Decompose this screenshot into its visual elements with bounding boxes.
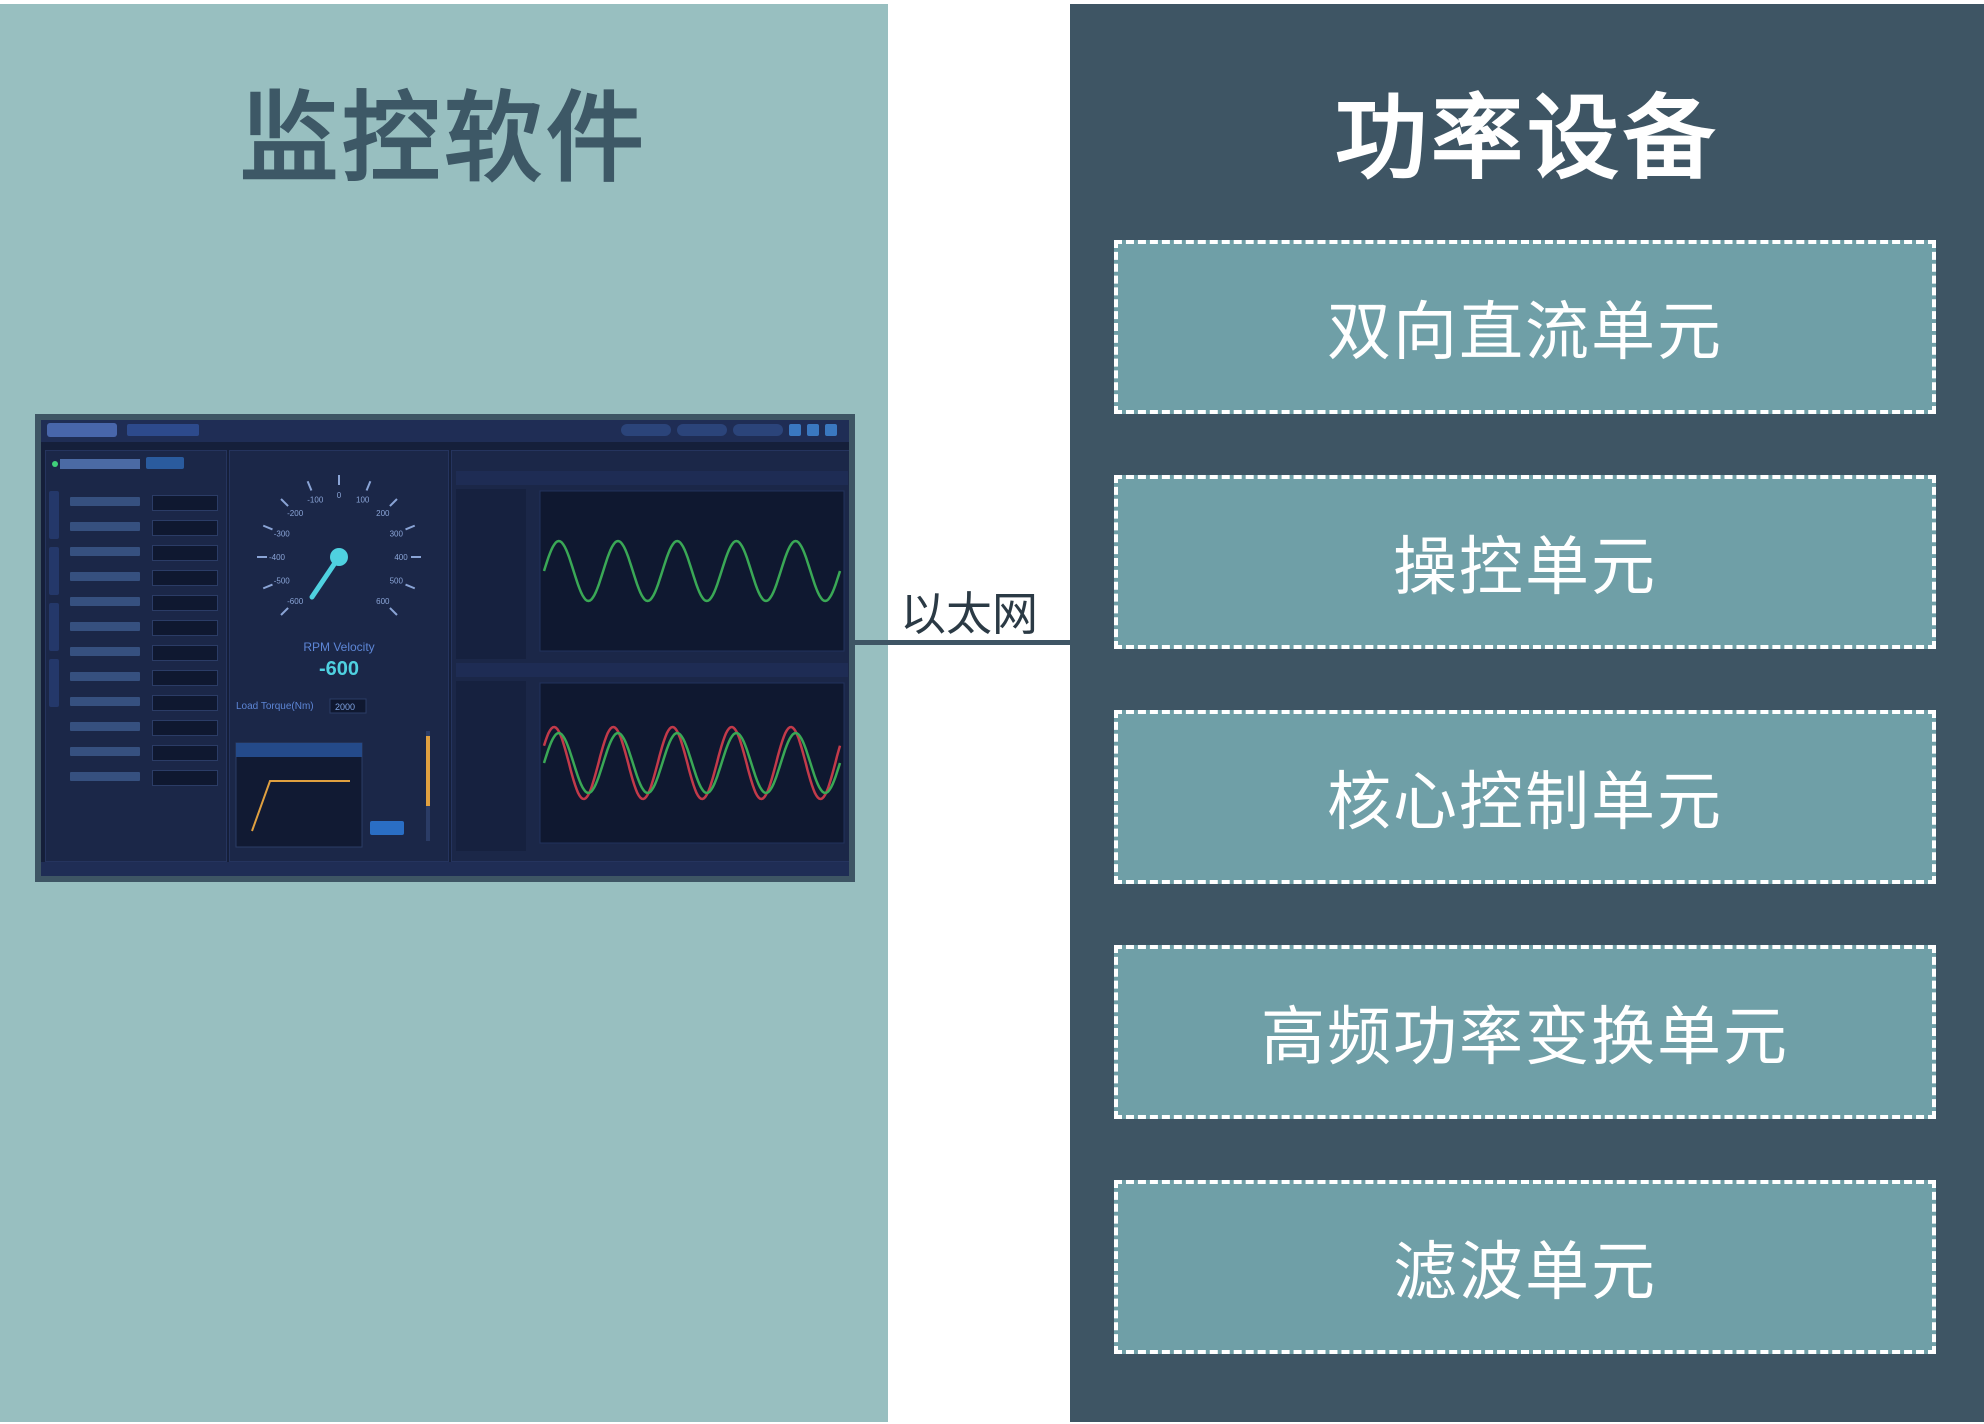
gauge-tick-label: -400 — [269, 553, 286, 562]
mini-plot — [235, 742, 363, 848]
param-row — [70, 545, 220, 561]
waveform-toolbar — [456, 471, 848, 485]
gauge-label: RPM Velocity — [303, 640, 374, 654]
lower-waveform-red — [542, 725, 842, 801]
screenshot-footer — [41, 862, 849, 876]
waveform-toolbar-2 — [456, 663, 848, 677]
gauge-tick — [389, 607, 398, 616]
gauge-tick-label: -100 — [307, 496, 324, 505]
app-logo — [47, 423, 117, 437]
gauge-tick-label: 500 — [390, 577, 404, 586]
param-row — [70, 720, 220, 736]
param-row — [70, 570, 220, 586]
sidebar-tab — [49, 547, 59, 595]
gauge-tick-label: -600 — [287, 597, 304, 606]
gauge-tick-label: -200 — [287, 509, 304, 518]
waveform-panel — [451, 450, 849, 862]
status-dot — [52, 461, 58, 467]
gauge-tick-label: -300 — [274, 529, 291, 538]
gauge-tick-label: 300 — [390, 529, 404, 538]
refresh-icon — [825, 424, 837, 436]
rpm-gauge: -600 -500 -400 -300 -200-100 0 100 200 300 400 500… — [235, 475, 430, 848]
gauge-ticks: -600 -500 -400 -300 -200-100 0 100 200 300 400 500… — [257, 475, 421, 616]
param-row — [70, 620, 220, 636]
param-row — [70, 770, 220, 786]
monitoring-software-panel: 监控软件 — [0, 4, 888, 1422]
mini-plot-header — [236, 743, 362, 757]
gauge-tick — [365, 480, 372, 491]
load-torque-value: 2000 — [335, 702, 355, 712]
status-pill — [733, 424, 783, 436]
lower-waveform-green — [542, 731, 842, 795]
sidebar-tab — [49, 603, 59, 651]
parameter-sidebar — [45, 450, 227, 862]
gauge-tick-label: 600 — [376, 597, 390, 606]
channel-list — [456, 489, 526, 659]
sidebar-tab — [49, 491, 59, 539]
param-row — [70, 670, 220, 686]
ethernet-label: 以太网 — [900, 587, 1038, 641]
gauge-tick-label: -500 — [274, 577, 291, 586]
gauge-tick — [262, 583, 273, 590]
gauge-tick-label: 400 — [394, 553, 408, 562]
plot-button — [370, 821, 404, 835]
motor-badge — [146, 457, 184, 469]
gauge-tick-label: 100 — [356, 496, 370, 505]
gauge-tick — [389, 498, 398, 507]
param-row — [70, 495, 220, 511]
upper-waveform — [542, 539, 842, 603]
unit-filter: 滤波单元 — [1114, 1180, 1936, 1354]
power-equipment-title: 功率设备 — [1334, 85, 1719, 192]
gauge-tick-label: 200 — [376, 509, 390, 518]
screenshot-title-bar — [41, 420, 849, 442]
ethernet-link-line — [855, 640, 1070, 645]
play-icon — [789, 424, 801, 436]
unit-core-control: 核心控制单元 — [1114, 710, 1936, 884]
mini-plot-ramp — [251, 780, 350, 832]
waveform-charts — [456, 471, 848, 851]
gauge-panel: -600 -500 -400 -300 -200-100 0 100 200 300 400 500… — [229, 450, 449, 862]
unit-hf-power-conversion: 高频功率变换单元 — [1114, 945, 1936, 1119]
gauge-tick — [262, 524, 273, 531]
gauge-tick — [306, 480, 313, 491]
status-pill — [677, 424, 727, 436]
param-row — [70, 595, 220, 611]
sidebar-tab — [49, 659, 59, 707]
gauge-value: -600 — [319, 658, 359, 680]
torque-bar-fill — [426, 736, 430, 806]
param-row — [70, 695, 220, 711]
pause-icon — [807, 424, 819, 436]
status-pill — [621, 424, 671, 436]
gauge-tick — [405, 524, 416, 531]
screenshot-dropdown — [127, 424, 199, 436]
gauge-tick — [280, 607, 289, 616]
load-torque-label: Load Torque(Nm) — [236, 701, 314, 712]
gauge-hub — [330, 548, 348, 566]
gauge-tick-label: 0 — [337, 491, 342, 500]
motor-title-placeholder — [60, 459, 140, 469]
param-row — [70, 520, 220, 536]
gauge-tick — [405, 583, 416, 590]
unit-control: 操控单元 — [1114, 475, 1936, 649]
unit-bidirectional-dc: 双向直流单元 — [1114, 240, 1936, 414]
monitoring-software-title: 监控软件 — [239, 82, 648, 196]
software-screenshot: -600 -500 -400 -300 -200-100 0 100 200 300 400 500… — [35, 414, 855, 882]
power-equipment-panel: 功率设备 双向直流单元 操控单元 核心控制单元 高频功率变换单元 滤波单元 — [1070, 4, 1984, 1422]
load-torque-field — [329, 698, 367, 714]
channel-list-2 — [456, 681, 526, 851]
param-row — [70, 645, 220, 661]
param-row — [70, 745, 220, 761]
gauge-tick — [280, 498, 289, 507]
